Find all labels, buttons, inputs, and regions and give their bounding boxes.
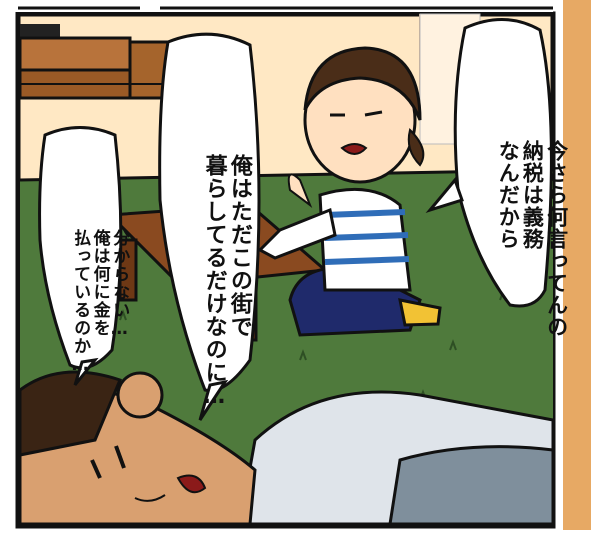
side-strip <box>561 0 591 530</box>
wife-line-3: なんだから <box>496 140 521 250</box>
husband2-line-1: 分からない… <box>109 229 130 340</box>
husband-speech-text-1: 俺はただこの街で 暮らしてるだけなのに… <box>176 50 277 410</box>
husband2-line-2: 俺は何に金を <box>89 229 110 337</box>
tv-stand <box>18 36 132 72</box>
bubble-husband-1 <box>158 32 261 393</box>
wife-speech-text: 今さら何言ってんの 納税は義務 なんだから <box>472 40 591 338</box>
wife-figure <box>257 46 442 337</box>
wife-line-1: 今さら何言ってんの <box>544 140 569 338</box>
bubble-husband-2 <box>38 126 123 370</box>
wife-line-2: 納税は義務 <box>520 140 545 250</box>
husband1-line-1: 俺はただこの街で <box>226 154 252 338</box>
husband-speech-text-2: 分からない… 俺は何に金を 払っているのか… <box>50 145 148 376</box>
husband1-line-2: 暮らしてるだけなのに… <box>201 154 227 410</box>
bubble-wife <box>453 18 553 308</box>
husband2-line-3: 払っているのか… <box>70 229 91 376</box>
husband-figure <box>18 370 555 526</box>
tv-base <box>20 24 60 38</box>
